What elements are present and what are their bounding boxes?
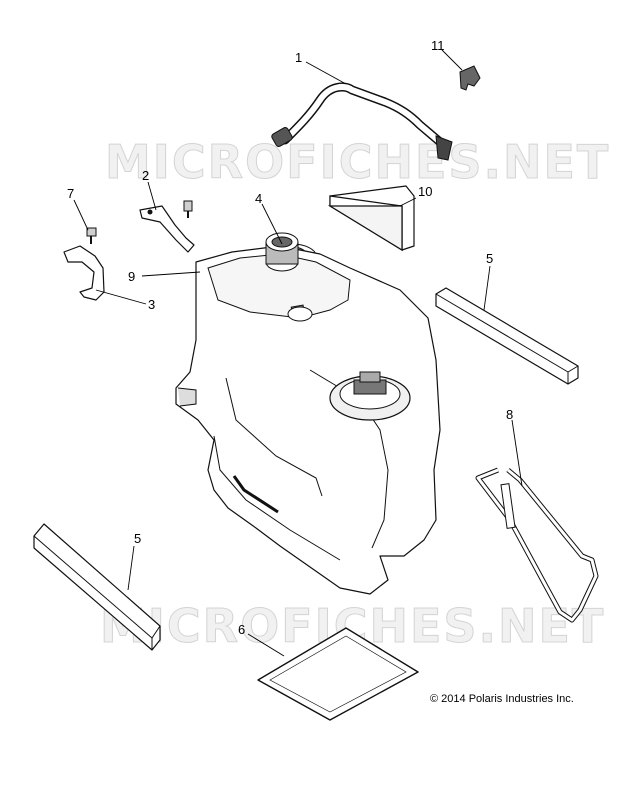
mount-bracket-part — [63, 245, 105, 301]
watermark-bottom: MICROFICHES.NET — [100, 599, 605, 653]
callout-1: 1 — [295, 50, 302, 65]
callout-10: 10 — [418, 184, 432, 199]
bolt-part — [86, 227, 97, 244]
watermark-top: MICROFICHES.NET — [105, 135, 610, 189]
label-sheet-part — [257, 627, 419, 721]
callout-11: 11 — [431, 38, 445, 53]
connector-part — [459, 65, 481, 91]
callout-2: 2 — [142, 168, 149, 183]
foam-block-small-part — [327, 185, 415, 252]
callout-5-upper: 5 — [486, 251, 493, 266]
callout-7: 7 — [67, 186, 74, 201]
bracket-part — [139, 200, 195, 253]
callout-5-lower: 5 — [134, 531, 141, 546]
callout-8: 8 — [506, 407, 513, 422]
vent-hose-part — [271, 82, 453, 161]
fuel-tank-part — [175, 232, 441, 595]
strap-part — [475, 467, 599, 623]
foam-strip-upper-part — [435, 287, 579, 385]
callout-9: 9 — [128, 269, 135, 284]
callout-6: 6 — [238, 622, 245, 637]
callout-4: 4 — [255, 191, 262, 206]
foam-strip-lower-part — [33, 523, 161, 651]
copyright-notice: © 2014 Polaris Industries Inc. — [430, 693, 574, 705]
callout-3: 3 — [148, 297, 155, 312]
leader-lines — [73, 49, 523, 657]
